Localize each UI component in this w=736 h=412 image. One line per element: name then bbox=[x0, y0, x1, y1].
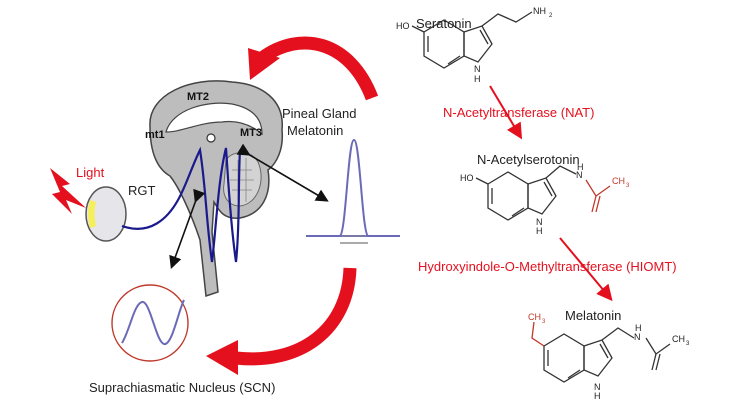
light-label: Light bbox=[76, 165, 105, 180]
svg-text:NH: NH bbox=[533, 6, 546, 16]
mt2-label: MT2 bbox=[187, 91, 209, 103]
melatonin-graph-label: Melatonin bbox=[287, 123, 344, 138]
n-acetylserotonin-label: N-Acetylserotonin bbox=[477, 152, 580, 167]
melatonin-structure bbox=[543, 327, 635, 383]
n-acetylserotonin-atoms: HO N H CH 3 N H bbox=[460, 162, 630, 236]
svg-text:N: N bbox=[474, 64, 481, 74]
serotonin-structure bbox=[411, 11, 533, 69]
pineal-gland-label: Pineal Gland bbox=[282, 106, 357, 121]
melatonin-amide bbox=[645, 337, 671, 371]
melatonin-peak-graph bbox=[306, 138, 400, 244]
top-cycle-arrow bbox=[248, 36, 379, 101]
nat-enzyme-label: N-Acetyltransferase (NAT) bbox=[443, 105, 595, 120]
melatonin-atoms: CH 3 N H CH 3 N H bbox=[528, 312, 690, 401]
n-acetylserotonin-structure bbox=[475, 165, 577, 221]
scn-oscillation-icon bbox=[111, 284, 189, 362]
rgt-label: RGT bbox=[128, 183, 156, 198]
nat-reaction-arrow bbox=[489, 85, 523, 140]
mt1-label: mt1 bbox=[145, 129, 165, 141]
svg-text:3: 3 bbox=[542, 319, 546, 325]
melatonin-methoxy bbox=[531, 321, 545, 347]
brain-pineal-arrow bbox=[236, 143, 329, 202]
svg-text:HO: HO bbox=[460, 173, 474, 183]
svg-text:3: 3 bbox=[626, 183, 630, 189]
hiomt-reaction-arrow bbox=[559, 237, 613, 302]
svg-text:HO: HO bbox=[396, 21, 410, 31]
mt3-label: MT3 bbox=[240, 127, 262, 139]
svg-text:N: N bbox=[594, 382, 601, 392]
scn-label: Suprachiasmatic Nucleus (SCN) bbox=[89, 380, 276, 395]
svg-text:N: N bbox=[576, 170, 583, 180]
svg-text:2: 2 bbox=[549, 13, 553, 19]
svg-text:H: H bbox=[474, 74, 481, 84]
svg-text:N: N bbox=[536, 217, 543, 227]
brain-scn-arrow bbox=[169, 188, 206, 270]
serotonin-label: Seratonin bbox=[416, 16, 472, 31]
svg-text:H: H bbox=[594, 391, 601, 401]
lightning-bolt-icon bbox=[50, 168, 86, 214]
svg-text:H: H bbox=[635, 323, 642, 333]
serotonin-atoms: HO NH 2 N H bbox=[396, 6, 553, 84]
svg-text:N: N bbox=[634, 332, 641, 342]
bottom-cycle-arrow bbox=[206, 267, 357, 375]
hiomt-enzyme-label: Hydroxyindole-O-Methyltransferase (HIOMT… bbox=[418, 259, 677, 274]
svg-text:CH: CH bbox=[672, 334, 685, 344]
svg-text:CH: CH bbox=[612, 176, 625, 186]
svg-text:H: H bbox=[536, 226, 543, 236]
svg-text:3: 3 bbox=[686, 341, 690, 347]
n-acetyl-amide bbox=[585, 179, 611, 213]
svg-text:CH: CH bbox=[528, 312, 541, 322]
melatonin-label: Melatonin bbox=[565, 308, 622, 323]
svg-text:H: H bbox=[577, 162, 584, 172]
eye-icon bbox=[85, 186, 127, 242]
